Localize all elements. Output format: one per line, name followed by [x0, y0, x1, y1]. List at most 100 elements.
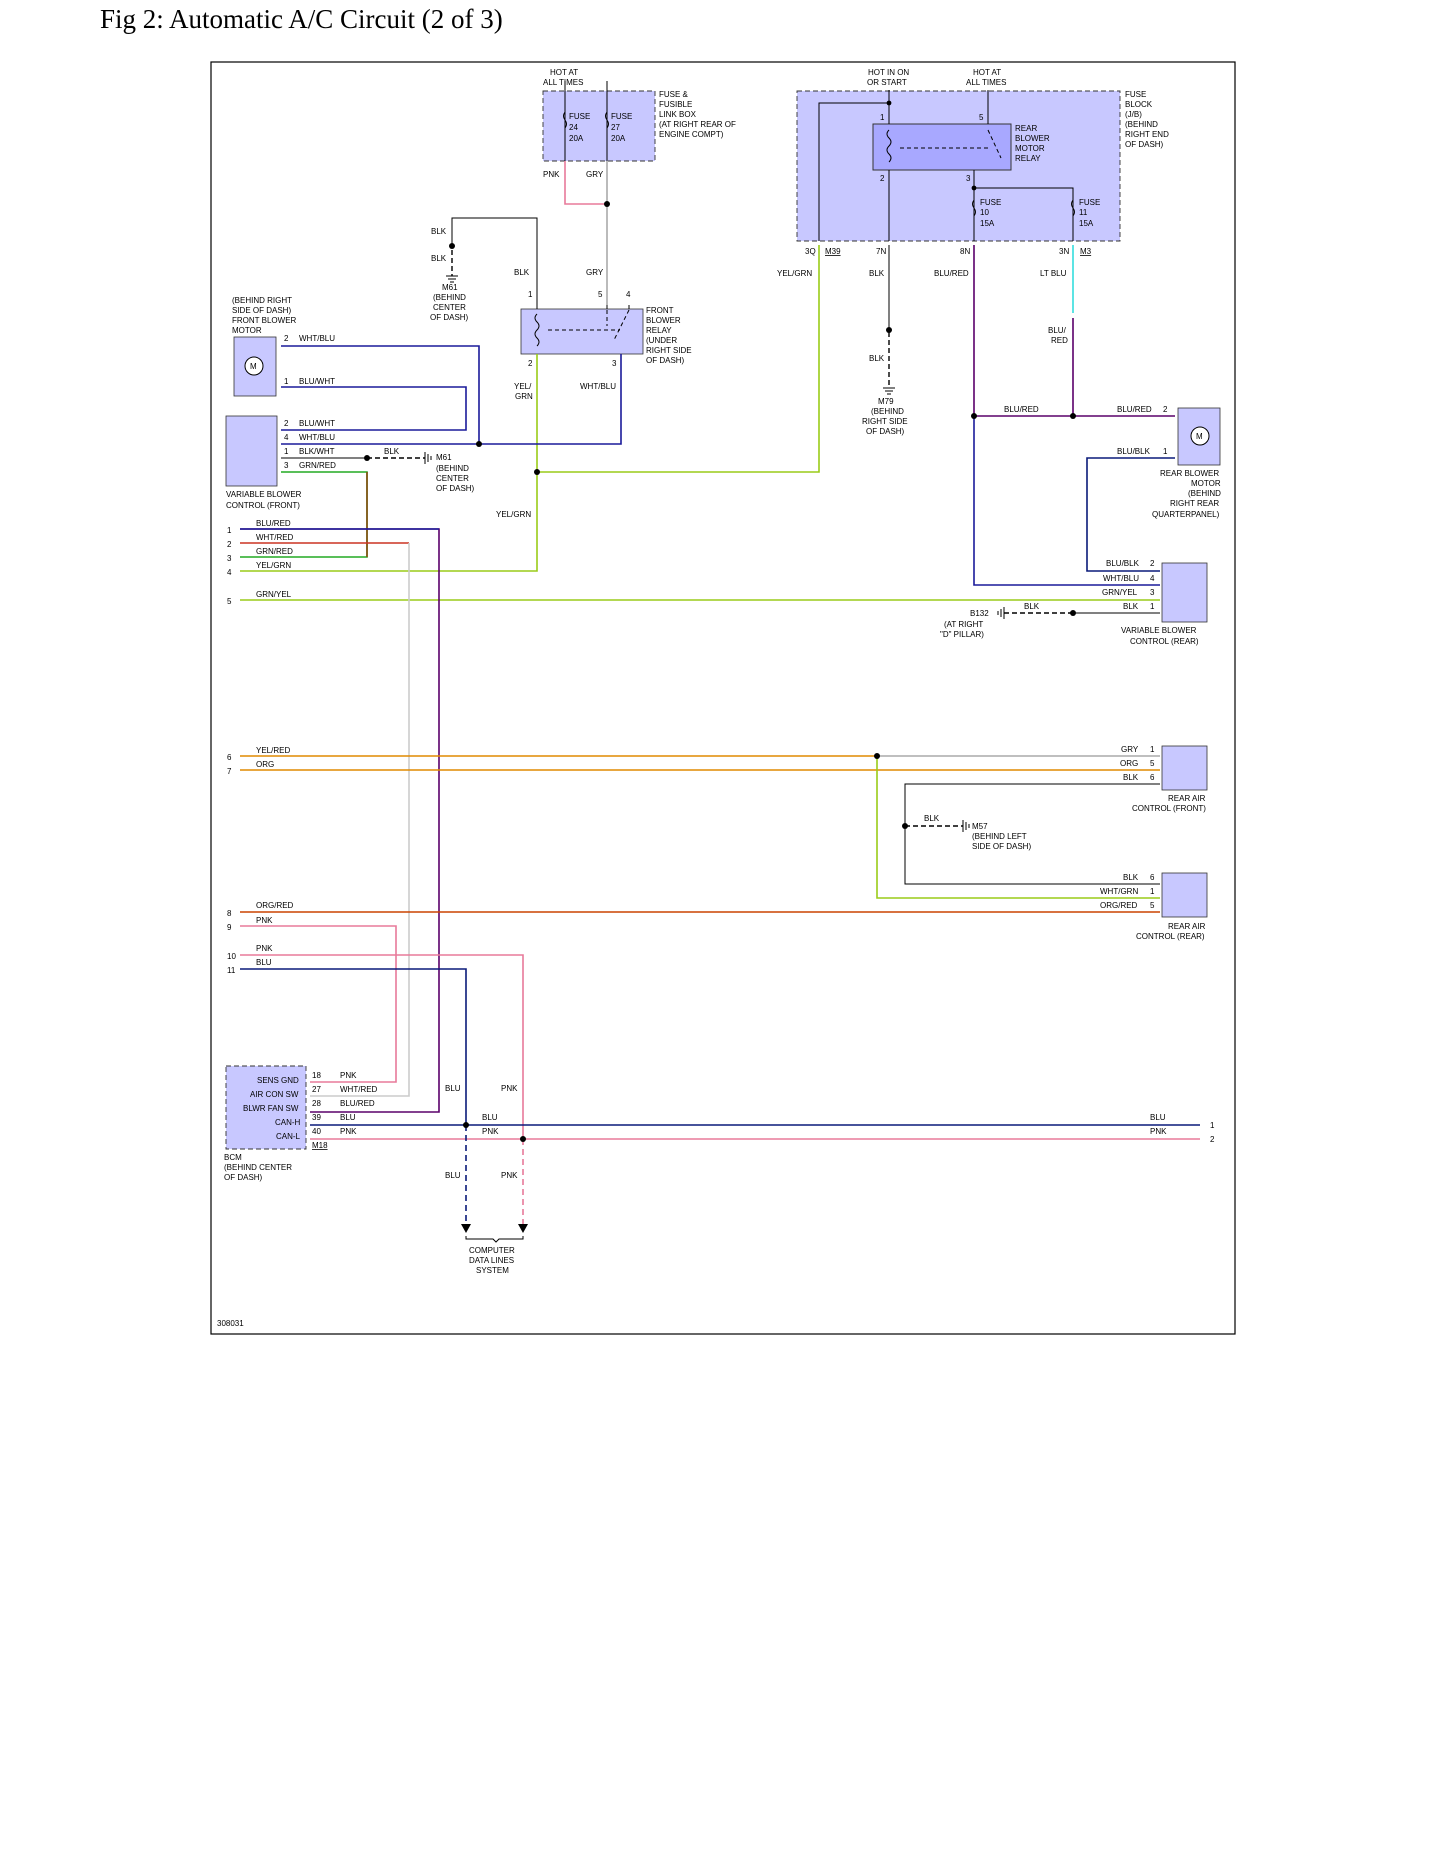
- front-relay-coil-icon: [534, 313, 540, 347]
- vbcr-pin-1: 1: [1150, 602, 1155, 611]
- wire-wht-blu-rear: [973, 416, 1160, 586]
- lbl-blk-7n: BLK: [869, 269, 885, 278]
- lbl-pnk-40: PNK: [340, 1127, 357, 1136]
- fm-symbol: M: [250, 362, 257, 371]
- ln-2: 2: [227, 540, 232, 549]
- b132-3: "D" PILLAR): [940, 630, 984, 639]
- cdl-arrows: [461, 1224, 528, 1233]
- bcm-pin-40: 40: [312, 1127, 321, 1136]
- rm-pin-1: 1: [1163, 447, 1168, 456]
- fm-label-1: (BEHIND RIGHT: [232, 296, 292, 305]
- bcm-label-1: BCM: [224, 1153, 242, 1162]
- fuse27-2: 27: [611, 123, 620, 132]
- m61-top-4: OF DASH): [430, 313, 469, 322]
- wire-blu-11: [240, 968, 467, 1125]
- fb-pin-5: 5: [979, 113, 984, 122]
- lbl-gry-top: GRY: [586, 170, 604, 179]
- wire-wht-blu-motor: [281, 345, 480, 444]
- fr-label-4: (UNDER: [646, 336, 677, 345]
- lbl-pnk-can-l: PNK: [482, 1127, 499, 1136]
- wire-front-relay-in: [536, 305, 630, 309]
- lbl-yel-grn-3q: YEL/GRN: [777, 269, 812, 278]
- lbl-org-red-rar: ORG/RED: [1100, 901, 1138, 910]
- ln-11: 11: [227, 966, 236, 975]
- vbcf-label-1: VARIABLE BLOWER: [226, 490, 302, 499]
- ground-m61-mid-icon: [424, 452, 432, 464]
- lbl-blu-wht-vbcf: BLU/WHT: [299, 419, 335, 428]
- fr-pin-1: 1: [528, 290, 533, 299]
- fuse10-2: 10: [980, 208, 989, 217]
- lbl-lt-blu: LT BLU: [1040, 269, 1067, 278]
- ln-4: 4: [227, 568, 232, 577]
- raf-pin-1: 1: [1150, 745, 1155, 754]
- bcm-pin-28: 28: [312, 1099, 321, 1108]
- fuse11-1: FUSE: [1079, 198, 1100, 207]
- m61-mid-1: M61: [436, 453, 452, 462]
- junction-dot: [971, 413, 977, 419]
- vbcf-pin-3: 3: [284, 461, 289, 470]
- fb-pin-3: 3: [966, 174, 971, 183]
- lbl-blk-m61mid: BLK: [384, 447, 400, 456]
- bcm-term-2: AIR CON SW: [250, 1090, 299, 1099]
- lbl-org-red-8: ORG/RED: [256, 901, 294, 910]
- rar-label-2: CONTROL (REAR): [1136, 932, 1205, 941]
- fr-label-2: BLOWER: [646, 316, 681, 325]
- lbl-blu-blk-vbcr: BLU/BLK: [1106, 559, 1140, 568]
- m79-1: M79: [878, 397, 894, 406]
- conn-7n: 7N: [876, 247, 886, 256]
- m79-4: OF DASH): [866, 427, 905, 436]
- rn-1: 1: [1210, 1121, 1215, 1130]
- m61-mid-4: OF DASH): [436, 484, 475, 493]
- m79-3: RIGHT SIDE: [862, 417, 908, 426]
- rm-symbol: M: [1196, 432, 1203, 441]
- rn-2: 2: [1210, 1135, 1215, 1144]
- lbl-gry-raf: GRY: [1121, 745, 1139, 754]
- lbl-org-7: ORG: [256, 760, 274, 769]
- rear-motor-icon: [1190, 426, 1210, 446]
- flb-label-5: ENGINE COMPT): [659, 130, 724, 139]
- fb-label-3: (J/B): [1125, 110, 1142, 119]
- rm-label-5: QUARTERPANEL): [1152, 510, 1220, 519]
- junction-dot: [604, 201, 610, 207]
- junction-dot: [476, 441, 482, 447]
- fr-label-3: RELAY: [646, 326, 672, 335]
- wire-blu-wht-motor: [281, 386, 467, 431]
- wire-wht-red-gray: [310, 543, 410, 1097]
- ln-6: 6: [227, 753, 232, 762]
- rear-relay-coil-icon: [886, 129, 892, 163]
- lbl-pnk-top: PNK: [543, 170, 560, 179]
- lbl-pnk-18: PNK: [340, 1071, 357, 1080]
- conn-m39: M39: [825, 247, 841, 256]
- cdl-label-3: SYSTEM: [476, 1266, 509, 1275]
- ground-b132-icon: [997, 607, 1005, 619]
- conn-8n: 8N: [960, 247, 970, 256]
- bcm-term-1: SENS GND: [257, 1076, 299, 1085]
- vbcr-pin-2: 2: [1150, 559, 1155, 568]
- b132-1: B132: [970, 609, 989, 618]
- lbl-yel-grn-split1: YEL/: [514, 382, 532, 391]
- rm-label-1: REAR BLOWER: [1160, 469, 1219, 478]
- fr-pin-4: 4: [626, 290, 631, 299]
- m61-mid-2: (BEHIND: [436, 464, 469, 473]
- m61-top-1: M61: [442, 283, 458, 292]
- rear-blower-relay: [872, 123, 1012, 171]
- hot-b-line2: ALL TIMES: [966, 78, 1006, 87]
- wire-pnk-fuse24: [564, 161, 607, 205]
- lbl-blk-2: BLK: [431, 254, 447, 263]
- lbl-blk-relay1: BLK: [514, 268, 530, 277]
- front-relay-switch-icon: [548, 309, 630, 341]
- raf-label-2: CONTROL (FRONT): [1132, 804, 1206, 813]
- fuse-11-icon: [1071, 199, 1075, 217]
- rm-label-2: MOTOR: [1191, 479, 1221, 488]
- bcm-pin-27: 27: [312, 1085, 321, 1094]
- raf-pin-5: 5: [1150, 759, 1155, 768]
- figure-title: Fig 2: Automatic A/C Circuit (2 of 3): [100, 4, 503, 34]
- lbl-blu-11: BLU: [256, 958, 272, 967]
- fr-label-6: OF DASH): [646, 356, 685, 365]
- cdl-label-2: DATA LINES: [469, 1256, 514, 1265]
- junction-dot: [534, 469, 540, 475]
- junction-dot: [449, 243, 455, 249]
- fuse11-3: 15A: [1079, 219, 1094, 228]
- lbl-wht-blu-relay3: WHT/BLU: [580, 382, 616, 391]
- flb-label-3: LINK BOX: [659, 110, 697, 119]
